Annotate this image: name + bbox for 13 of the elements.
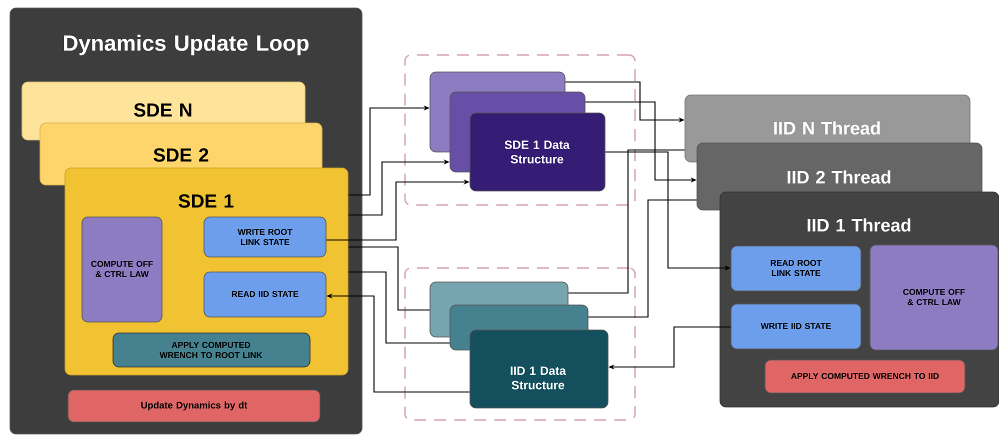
task-box: READ IID STATE (204, 272, 326, 318)
task-box: Update Dynamics by dt (68, 390, 320, 422)
task-box: COMPUTE OFF & CTRL LAW (82, 216, 162, 322)
task-box: READ ROOT LINK STATE (730, 246, 862, 292)
group-frame (404, 267, 636, 421)
task-box: WRITE ROOT LINK STATE (204, 216, 326, 258)
data-structure-card: SDE 1 Data Structure (470, 112, 606, 192)
task-box: WRITE IID STATE (730, 304, 862, 350)
data-structure-card: IID 1 Data Structure (470, 330, 608, 408)
task-box: APPLY COMPUTED WRENCH TO ROOT LINK (112, 332, 310, 368)
group-frame (404, 54, 636, 206)
task-box: APPLY COMPUTED WRENCH TO IID (764, 360, 966, 394)
task-box: COMPUTE OFF & CTRL LAW (870, 244, 998, 350)
